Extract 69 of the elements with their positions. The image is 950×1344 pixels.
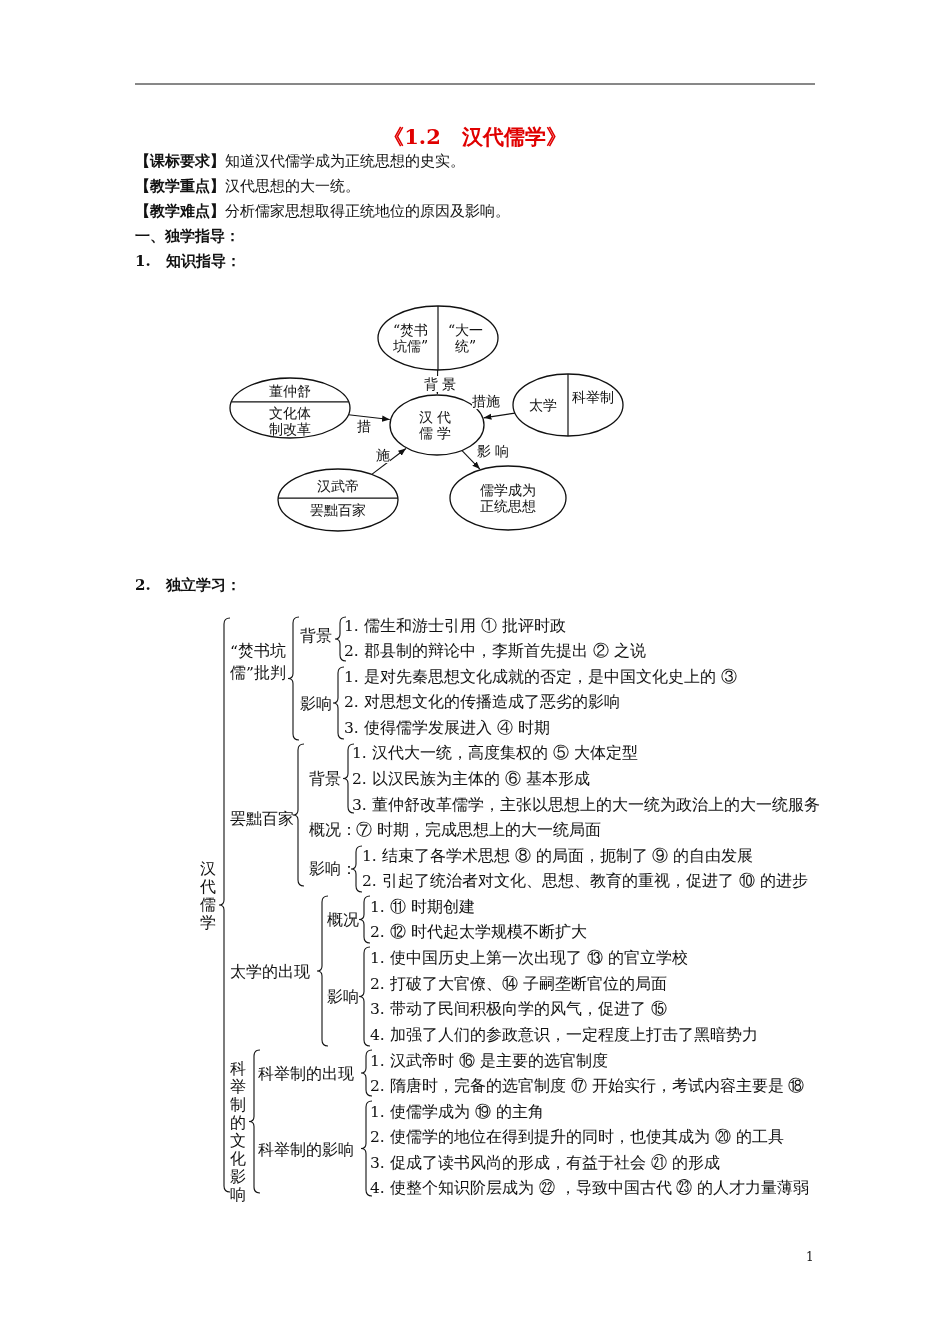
outline-item: 1. 汉武帝时 ⑯ 是主要的选官制度 (370, 1051, 608, 1071)
branch-heading: 影响 (300, 694, 332, 714)
outline-item: 4. 加强了人们的参政意识，一定程度上打击了黑暗势力 (370, 1025, 758, 1045)
split-ellipse (229, 377, 351, 439)
outline-item: 2. 以汉民族为主体的 ⑥ 基本形成 (352, 769, 590, 789)
node-text: 科举制 (572, 389, 614, 405)
outline-item: 2. 郡县制的辩论中，李斯首先提出 ② 之说 (344, 641, 646, 661)
node-text: “大一统” (446, 322, 485, 354)
edge-label: 影 响 (477, 443, 510, 459)
node-text: 罢黜百家 (309, 502, 367, 518)
outline-item: 1. 结束了各学术思想 ⑧ 的局面，扼制了 ⑨ 的自由发展 (362, 846, 754, 866)
page-title: 《1.2 汉代儒学》 (382, 124, 568, 150)
branch-heading: 影响 (327, 987, 359, 1007)
topic-heading: 汉代儒学 (200, 860, 217, 932)
outline-item: 3. 促成了读书风尚的形成，有益于社会 ㉑ 的形成 (370, 1153, 720, 1173)
outline-item: 3. 使得儒学发展进入 ④ 时期 (344, 718, 550, 738)
branch-heading: 影响： (309, 859, 357, 879)
split-ellipse (377, 305, 499, 371)
result-ellipse (449, 465, 567, 531)
outline-item: ⑦ 时期，完成思想上的大一统局面 (356, 820, 601, 840)
split-ellipse (277, 468, 399, 532)
edge-label: 措施 (472, 393, 500, 409)
branch-heading: 概况 (327, 910, 359, 930)
subsection-heading: 1. 知识指导： (135, 251, 241, 271)
node-text: 太学 (528, 397, 558, 413)
outline-item: 2. 对思想文化的传播造成了恶劣的影响 (344, 692, 620, 712)
branch-heading: 科举制的文化影响 (230, 1060, 247, 1204)
branch-heading: 科举制的影响 (258, 1140, 354, 1160)
outline-item: 3. 董仲舒改革儒学，主张以思想上的大一统为政治上的大一统服务 (352, 795, 820, 815)
edge-label: 措 (357, 418, 371, 434)
outline-item: 2. 引起了统治者对文化、思想、教育的重视，促进了 ⑩ 的进步 (362, 871, 808, 891)
node-text: 汉代儒学 (418, 409, 456, 441)
edge-label: 背 景 (424, 376, 457, 392)
difficulty-line: 【教学难点】分析儒家思想取得正统地位的原因及影响。 (135, 201, 510, 221)
subsection-heading: 2. 独立学习： (135, 575, 241, 595)
arrow (371, 448, 407, 475)
split-ellipse (512, 373, 624, 437)
branch-heading: 太学的出现 (230, 962, 310, 982)
arrow (461, 449, 481, 470)
outline-item: 4. 使整个知识阶层成为 ㉒ ，导致中国古代 ㉓ 的人才力量薄弱 (370, 1178, 810, 1198)
node-text: 汉武帝 (316, 478, 360, 494)
branch-heading: “焚书坑儒”批判 (230, 641, 287, 684)
outline-item: 1. 使儒学成为 ⑲ 的主角 (370, 1102, 544, 1122)
branch-heading: 科举制的出现 (258, 1064, 354, 1084)
node-text: 文化体制改革 (268, 405, 312, 438)
outline-item: 2. ⑫ 时代起太学规模不断扩大 (370, 922, 587, 942)
arrow (347, 414, 391, 422)
node-text: “焚书坑儒” (391, 322, 430, 354)
focus-line: 【教学重点】汉代思想的大一统。 (135, 176, 360, 196)
page-number: 1 (806, 1249, 814, 1266)
outline-item: 3. 带动了民间积极向学的风气，促进了 ⑮ (370, 999, 667, 1019)
outline-item: 1. 是对先秦思想文化成就的否定，是中国文化史上的 ③ (344, 667, 737, 687)
outline-item: 2. 使儒学的地位在得到提升的同时，也使其成为 ⑳ 的工具 (370, 1127, 784, 1147)
branch-heading: 罢黜百家 (230, 809, 294, 829)
node-text: 儒学成为正统思想 (479, 482, 537, 514)
arrow (483, 412, 516, 420)
outline-item: 2. 隋唐时，完备的选官制度 ⑰ 开始实行，考试内容主要是 ⑱ (370, 1076, 805, 1096)
outline-item: 1. 儒生和游士引用 ① 批评时政 (344, 616, 566, 636)
branch-heading: 背景 (309, 769, 341, 789)
node-text: 董仲舒 (268, 383, 312, 399)
outline-item: 1. ⑪ 时期创建 (370, 897, 475, 917)
outline-item: 1. 使中国历史上第一次出现了 ⑬ 的官立学校 (370, 948, 688, 968)
outline-item: 1. 汉代大一统，高度集权的 ⑤ 大体定型 (352, 743, 638, 763)
edge-label: 施 (376, 447, 390, 463)
branch-heading: 背景 (300, 626, 332, 646)
branch-heading: 概况： (309, 820, 357, 840)
requirement-line: 【课标要求】知道汉代儒学成为正统思想的史实。 (135, 151, 465, 171)
outline-item: 2. 打破了大官僚、⑭ 子嗣垄断官位的局面 (370, 974, 667, 994)
section-heading: 一、独学指导： (135, 226, 240, 246)
